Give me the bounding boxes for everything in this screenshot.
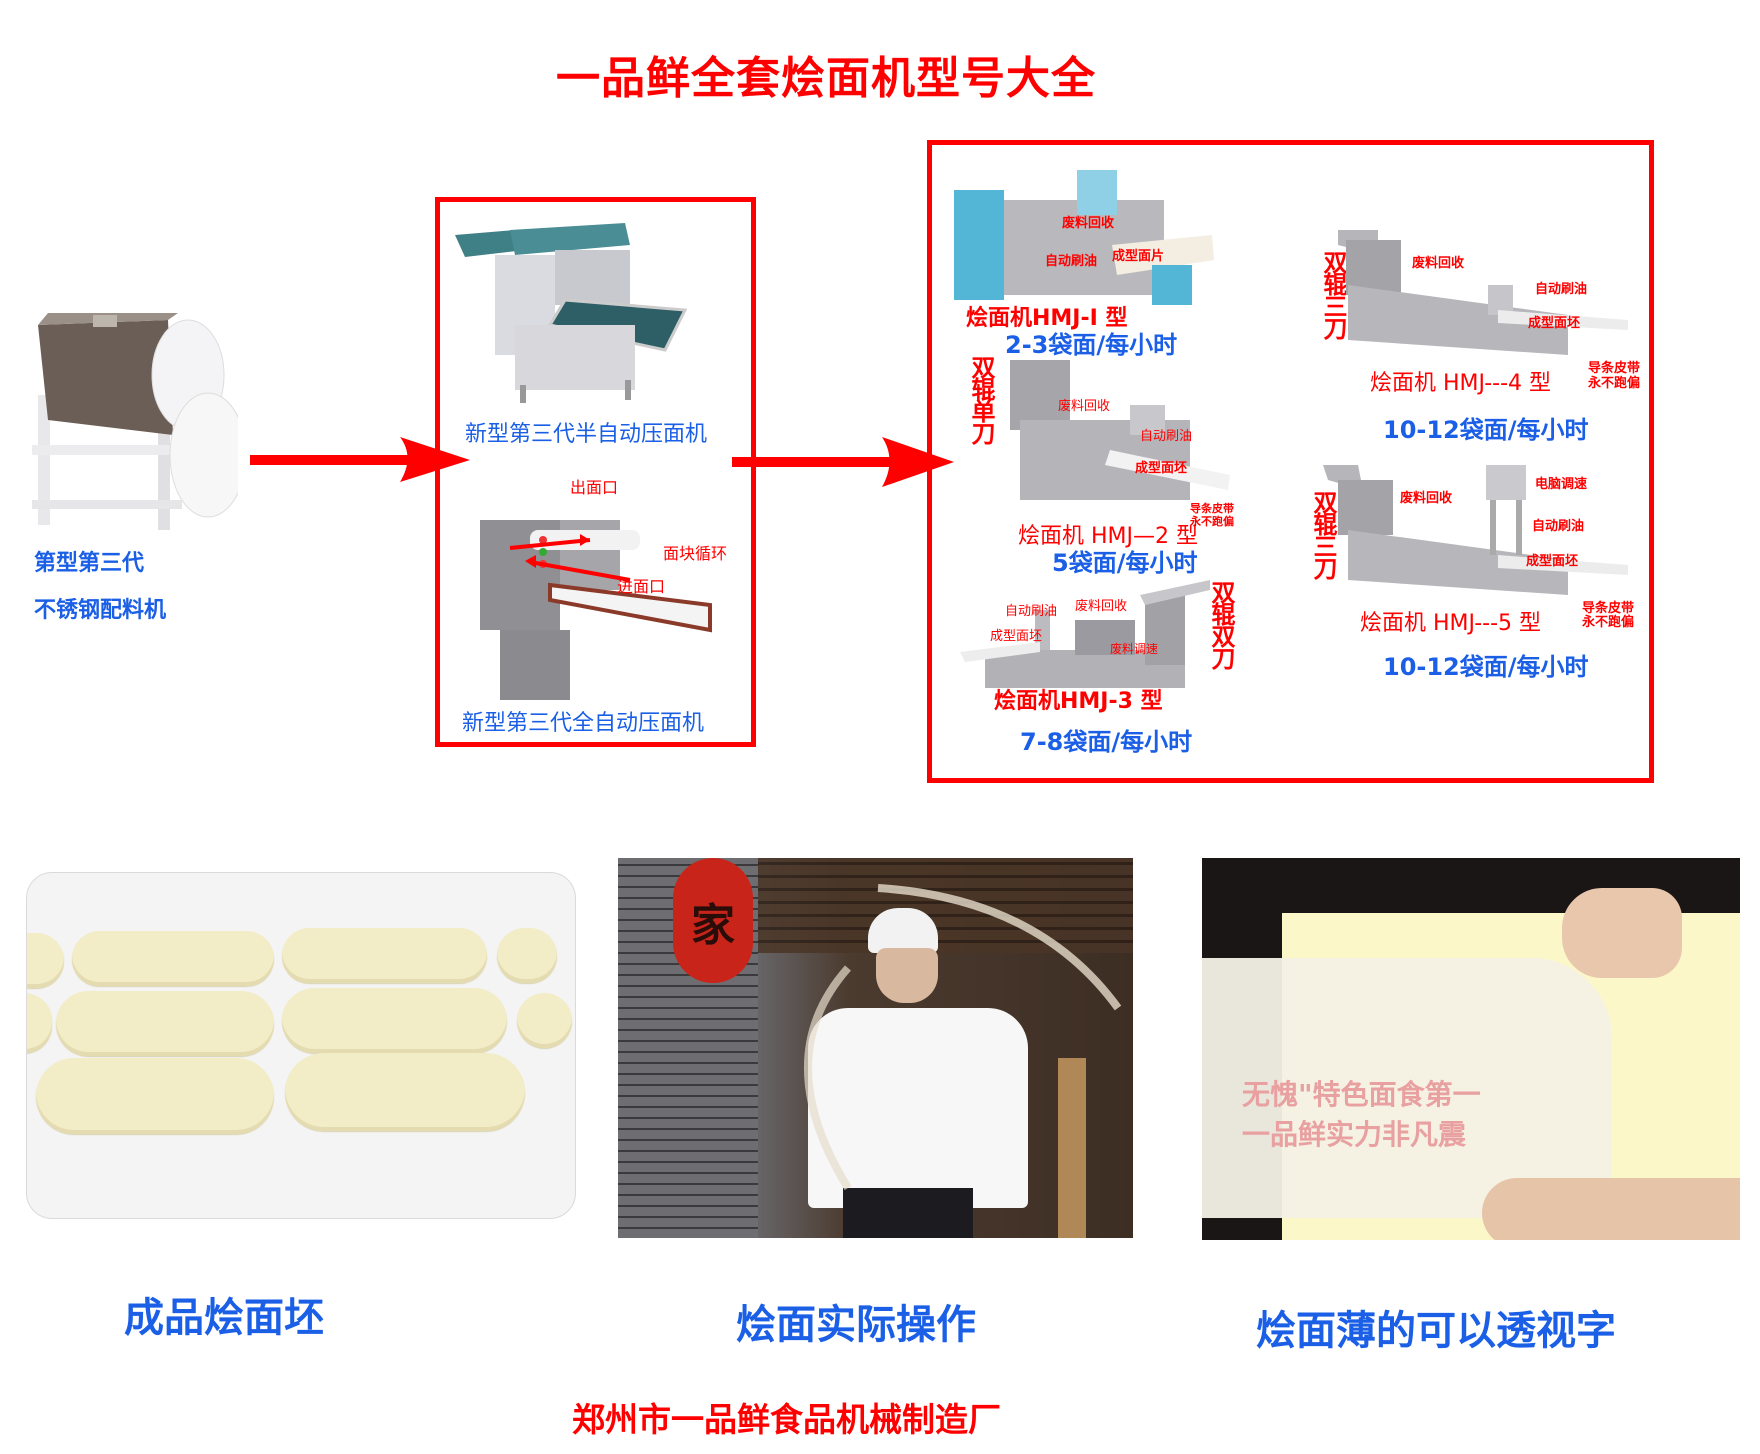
semi-auto-press-label: 新型第三代半自动压面机 — [465, 422, 708, 447]
hmj4-model-label: 烩面机 HMJ---4 型 — [1370, 371, 1552, 396]
hmj1-rate-label: 2-3袋面/每小时 — [1005, 331, 1178, 359]
hmj5-model-label: 烩面机 HMJ---5 型 — [1360, 611, 1542, 636]
chef-operation-photo: 家 — [618, 858, 1133, 1238]
inlet-annotation: 进面口 — [617, 577, 666, 596]
hmj1-note: 成型面片 — [1112, 249, 1165, 264]
hmj2-machine-image — [990, 350, 1240, 515]
company-name-footer: 郑州市一品鲜食品机械制造厂 — [572, 1400, 1001, 1439]
hmj5-note: 电脑调速 — [1535, 477, 1588, 492]
dough-mixer-image — [18, 305, 247, 535]
hmj4-side-label: 双辊三刀 — [1319, 250, 1347, 338]
hmj4-note: 自动刷油 — [1535, 282, 1588, 297]
hmj2-model-label: 烩面机 HMJ—2 型 — [1018, 524, 1198, 549]
hmj1-machine-image — [952, 165, 1222, 315]
hmj3-note: 成型面坯 — [990, 629, 1043, 644]
hmj5-note: 自动刷油 — [1532, 519, 1585, 534]
hmj2-note: 成型面坯 — [1135, 461, 1188, 476]
hmj5-note: 导条皮带 — [1582, 601, 1635, 616]
hmj5-rate-label: 10-12袋面/每小时 — [1383, 653, 1589, 681]
hmj3-machine-image — [960, 580, 1210, 690]
hmj3-rate-label: 7-8袋面/每小时 — [1020, 728, 1193, 756]
hmj5-note: 成型面坯 — [1526, 554, 1579, 569]
outlet-annotation: 出面口 — [570, 478, 619, 497]
hmj3-note: 自动刷油 — [1005, 604, 1058, 619]
hmj3-note: 废料调速 — [1110, 642, 1159, 656]
press-machines-frame — [435, 197, 756, 747]
hmj2-note: 永不跑偏 — [1190, 515, 1234, 528]
chef-operation-caption: 烩面实际操作 — [736, 1302, 976, 1348]
finished-dough-caption: 成品烩面坯 — [124, 1295, 324, 1341]
hmj3-note: 废料回收 — [1075, 599, 1128, 614]
hmj1-note: 废料回收 — [1062, 216, 1115, 231]
lantern: 家 — [673, 858, 753, 983]
hmj1-note: 自动刷油 — [1045, 254, 1098, 269]
hmj4-note: 成型面坯 — [1528, 316, 1581, 331]
hmj4-machine-image — [1318, 225, 1638, 365]
hmj2-note: 导条皮带 — [1190, 502, 1234, 515]
hmj2-rate-label: 5袋面/每小时 — [1052, 549, 1198, 577]
mixer-label-line1: 第型第三代 — [34, 551, 145, 576]
newspaper-headline-1: 无愧"特色面食第一 — [1242, 1078, 1481, 1111]
hmj5-note: 废料回收 — [1400, 491, 1453, 506]
hmj2-note: 废料回收 — [1058, 399, 1111, 414]
hmj4-note: 永不跑偏 — [1588, 376, 1641, 391]
mixer-label-line2: 不锈钢配料机 — [34, 598, 167, 623]
full-auto-press-image — [470, 490, 730, 700]
translucent-dough-photo: 无愧"特色面食第一 一品鲜实力非凡震 — [1202, 858, 1740, 1240]
finished-dough-photo — [26, 872, 576, 1219]
page-title: 一品鲜全套烩面机型号大全 — [556, 53, 1096, 104]
newspaper-headline-2: 一品鲜实力非凡震 — [1242, 1118, 1467, 1151]
translucent-dough-caption: 烩面薄的可以透视字 — [1256, 1308, 1616, 1354]
full-auto-press-label: 新型第三代全自动压面机 — [462, 711, 705, 736]
hmj1-model-label: 烩面机HMJ-Ⅰ 型 — [966, 306, 1128, 331]
hmj4-note: 废料回收 — [1412, 256, 1465, 271]
hmj5-side-label: 双辊三刀 — [1309, 490, 1337, 578]
semi-auto-press-image — [455, 215, 695, 405]
hmj3-side-label: 双辊双刀 — [1207, 580, 1235, 668]
hmj4-note: 导条皮带 — [1588, 361, 1641, 376]
hmj3-model-label: 烩面机HMJ-3 型 — [994, 689, 1163, 714]
noodle-machine-models-frame — [927, 140, 1654, 783]
hmj5-machine-image — [1318, 460, 1638, 610]
hmj2-note: 自动刷油 — [1140, 429, 1193, 444]
hmj4-rate-label: 10-12袋面/每小时 — [1383, 416, 1589, 444]
flow-arrow-icon — [732, 437, 954, 487]
hmj2-side-label: 双辊单刀 — [967, 355, 995, 443]
hmj5-note: 永不跑偏 — [1582, 615, 1635, 630]
cycle-annotation: 面块循环 — [663, 544, 728, 563]
